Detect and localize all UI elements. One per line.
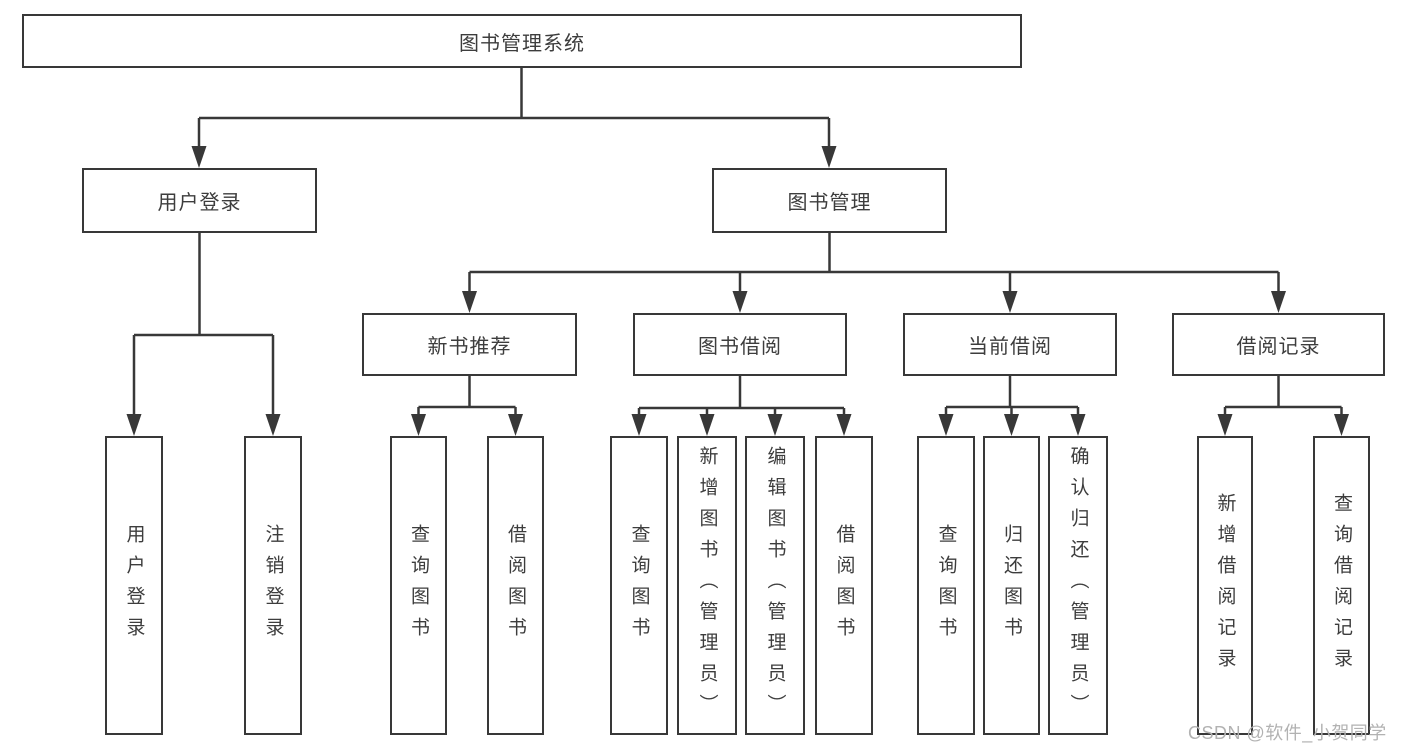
- leaf-label: 编辑图书（管理员）: [764, 446, 786, 725]
- leaf-user-login: 用户登录: [105, 436, 163, 735]
- node-label: 当前借阅: [968, 336, 1052, 358]
- leaf-label: 借阅图书: [505, 523, 526, 648]
- leaf-borrow-books-recommend: 借阅图书: [487, 436, 544, 735]
- leaf-query-borrow-record: 查询借阅记录: [1313, 436, 1370, 735]
- node-label: 用户登录: [157, 192, 242, 214]
- leaf-label: 用户登录: [123, 523, 145, 648]
- leaf-edit-books-admin: 编辑图书（管理员）: [745, 436, 805, 735]
- leaf-label: 查询图书: [628, 523, 650, 648]
- leaf-label: 归还图书: [1001, 523, 1022, 648]
- leaf-logout: 注销登录: [244, 436, 302, 735]
- node-user-login: 用户登录: [82, 168, 317, 233]
- node-label: 图书管理: [787, 192, 872, 214]
- leaf-query-books-current: 查询图书: [917, 436, 975, 735]
- node-new-book-recommend: 新书推荐: [362, 313, 577, 376]
- leaf-add-books-admin: 新增图书（管理员）: [677, 436, 737, 735]
- leaf-return-books: 归还图书: [983, 436, 1040, 735]
- leaf-query-books-recommend: 查询图书: [390, 436, 447, 735]
- leaf-label: 查询借阅记录: [1331, 492, 1352, 679]
- leaf-label: 查询图书: [935, 523, 957, 648]
- node-label: 图书管理系统: [459, 32, 585, 55]
- leaf-borrow-books: 借阅图书: [815, 436, 873, 735]
- node-borrow-records: 借阅记录: [1172, 313, 1385, 376]
- node-current-borrow: 当前借阅: [903, 313, 1117, 376]
- csdn-watermark: CSDN @软件_小贺同学: [1188, 723, 1387, 743]
- node-label: 新书推荐: [427, 336, 512, 358]
- node-root-system: 图书管理系统: [22, 14, 1022, 68]
- leaf-add-borrow-record: 新增借阅记录: [1197, 436, 1253, 735]
- leaf-label: 借阅图书: [833, 523, 855, 648]
- leaf-label: 新增借阅记录: [1214, 492, 1236, 679]
- node-book-management: 图书管理: [712, 168, 947, 233]
- leaf-confirm-return-admin: 确认归还（管理员）: [1048, 436, 1108, 735]
- node-label: 借阅记录: [1236, 336, 1321, 358]
- node-label: 图书借阅: [698, 336, 782, 358]
- leaf-query-books-borrow: 查询图书: [610, 436, 668, 735]
- node-book-borrow: 图书借阅: [633, 313, 847, 376]
- leaf-label: 查询图书: [408, 523, 429, 648]
- leaf-label: 注销登录: [262, 523, 284, 648]
- leaf-label: 确认归还（管理员）: [1067, 446, 1089, 725]
- leaf-label: 新增图书（管理员）: [696, 446, 718, 725]
